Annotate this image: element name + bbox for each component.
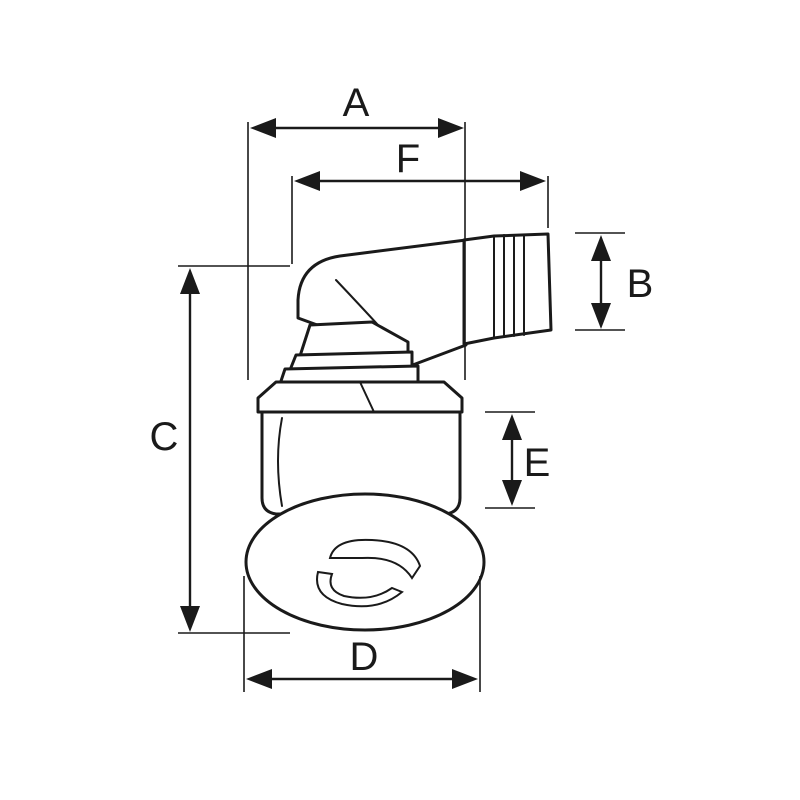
arrow-a-right [438,118,464,138]
arrow-b-bottom [591,303,611,329]
arrow-d-left [246,669,272,689]
extension-lines [178,122,625,692]
flange [244,492,486,632]
dimension-d: D [246,635,478,689]
arrow-c-top [180,268,200,294]
label-d: D [350,635,379,679]
arrow-b-top [591,235,611,261]
label-c: C [150,415,179,459]
collar-upper [298,320,410,358]
label-b: B [627,262,654,306]
flange-slot-mark-lower [316,570,404,608]
hex-nut-edge [359,381,375,413]
label-e: E [524,441,551,485]
dimension-c: C [150,268,200,632]
flange-slot-mark [328,538,422,580]
hex-nut [256,380,464,414]
dimension-f: F [294,137,546,191]
arrow-f-right [520,171,546,191]
arrow-f-left [294,171,320,191]
label-f: F [396,137,420,181]
dimension-b: B [591,235,653,329]
arrow-c-bottom [180,606,200,632]
stem-shading [277,417,283,507]
arrow-d-right [452,669,478,689]
label-a: A [343,81,370,125]
fitting-body [244,232,553,632]
dimension-a: A [250,81,464,138]
arrow-e-top [502,414,522,440]
hose-barb [462,232,553,346]
arrow-e-bottom [502,480,522,506]
dimension-e: E [502,414,550,506]
arrow-a-left [250,118,276,138]
